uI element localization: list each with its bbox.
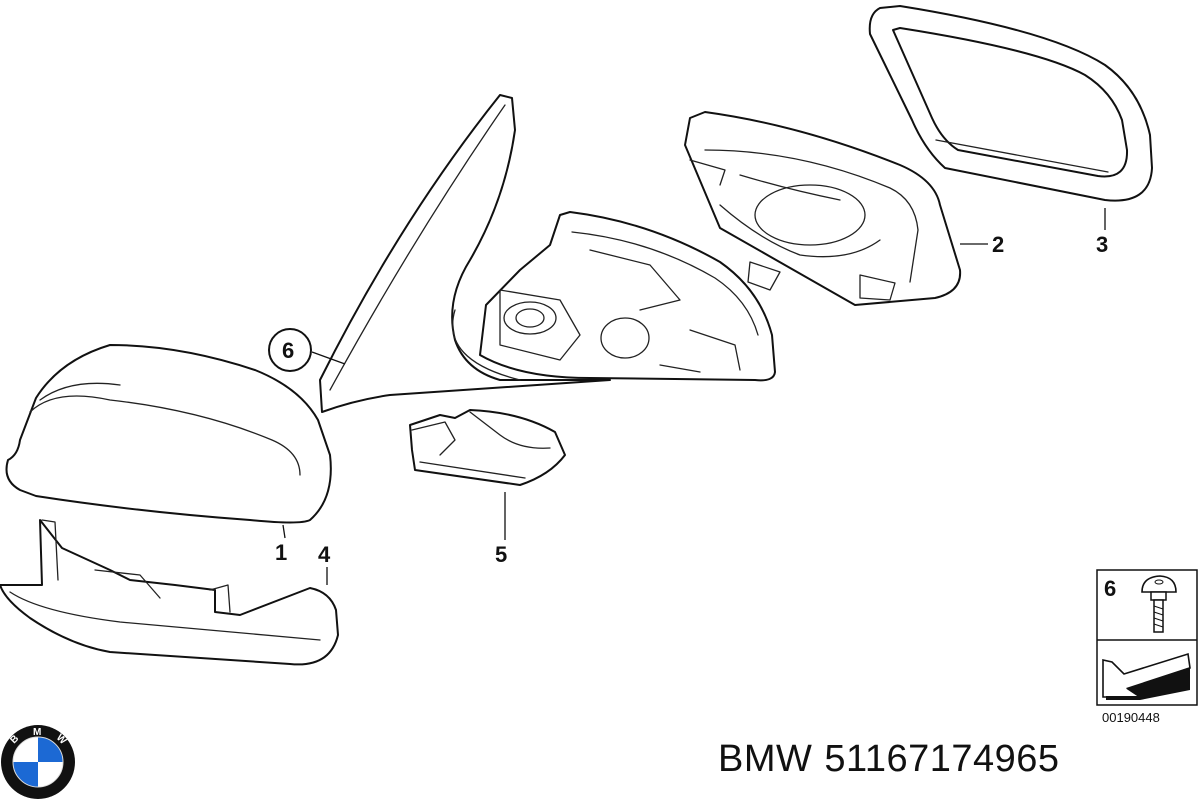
callout-6: 6 xyxy=(282,338,294,363)
callout-2: 2 xyxy=(992,232,1004,257)
leader-lines xyxy=(282,208,1106,585)
part-number: 51167174965 xyxy=(824,738,1060,780)
part-1-cover-cap xyxy=(5,344,332,524)
callout-1: 1 xyxy=(275,540,287,565)
callout-5: 5 xyxy=(495,542,507,567)
brand-part-caption: BMW 51167174965 xyxy=(718,738,1158,781)
callout-3: 3 xyxy=(1096,232,1108,257)
mirror-motor-housing xyxy=(479,211,776,382)
screw-legend-box: 6 xyxy=(1096,569,1198,706)
brand-name: BMW xyxy=(718,738,813,780)
diagram-id: 00190448 xyxy=(1102,710,1160,725)
part-4-lower-trim xyxy=(0,519,339,666)
mirror-base-mount xyxy=(319,94,611,413)
bmw-logo-letter-m: M xyxy=(33,727,41,738)
bmw-logo: B M W xyxy=(1,725,75,799)
callout-6-circle xyxy=(268,328,312,372)
part-3-frame xyxy=(868,5,1153,202)
part-5-bracket xyxy=(409,409,566,486)
callout-4: 4 xyxy=(318,542,331,567)
arrow-icon xyxy=(1102,652,1191,700)
part-2-glass-carrier xyxy=(684,111,962,306)
screw-icon xyxy=(1141,575,1177,633)
legend-part-number: 6 xyxy=(1104,576,1116,601)
